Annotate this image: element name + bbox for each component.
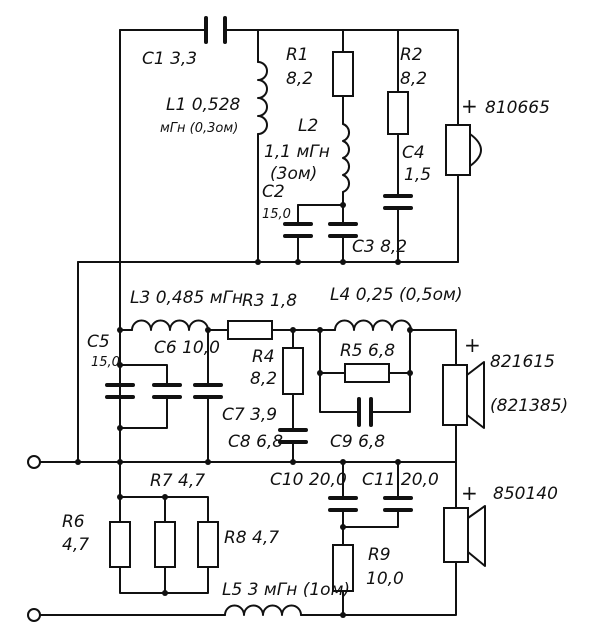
- input-terminal-top: [27, 455, 41, 469]
- label-l3: L3 0,485 мГн: [130, 288, 243, 308]
- plus-sign-speaker-2: +: [464, 333, 481, 357]
- label-r2-value: 8,2: [400, 69, 427, 89]
- label-c1: C1 3,3: [142, 49, 197, 69]
- capacitor-c1: [204, 16, 227, 44]
- label-c9: C9 6,8: [330, 432, 385, 452]
- inductor-l4: [334, 319, 412, 331]
- labels: C1 3,3 L1 0,528 мГн (0,3ом) R1 8,2 R2 8,…: [62, 45, 568, 600]
- middle-section: [77, 261, 485, 463]
- capacitor-c11: [383, 496, 413, 512]
- label-c10: C10 20,0: [270, 470, 347, 490]
- label-l2-value: 1,1 мГн: [264, 142, 330, 162]
- label-c11: C11 20,0: [362, 470, 439, 490]
- label-speaker-810665: 810665: [485, 98, 550, 118]
- label-r1-value: 8,2: [286, 69, 313, 89]
- label-l2-unit: (3ом): [270, 164, 317, 184]
- label-r9-value: 10,0: [366, 569, 404, 589]
- label-c8: C8 6,8: [228, 432, 283, 452]
- label-l2-name: L2: [298, 116, 318, 136]
- capacitor-c9: [357, 397, 373, 427]
- speaker-821615: [442, 361, 485, 429]
- label-speaker-821615: 821615: [490, 352, 555, 372]
- resistor-r2: [387, 91, 409, 135]
- label-c4-value: 1,5: [404, 165, 431, 185]
- inductor-l2: [342, 123, 350, 193]
- top-section: [77, 16, 482, 463]
- label-r4-name: R4: [252, 347, 275, 367]
- label-l5: L5 3 мГн (1ом): [222, 580, 350, 600]
- plus-sign-speaker-3: +: [461, 481, 478, 505]
- capacitor-c4: [383, 194, 413, 210]
- plus-sign-speaker-1: +: [461, 94, 478, 118]
- capacitor-c8: [278, 428, 308, 444]
- resistor-r4: [282, 347, 304, 395]
- label-l1-unit: мГн (0,3ом): [160, 121, 238, 136]
- label-r3: R3 1,8: [242, 291, 297, 311]
- capacitor-c3: [328, 222, 358, 238]
- label-r8: R8 4,7: [224, 528, 279, 548]
- label-r1-name: R1: [286, 45, 309, 65]
- resistor-r8: [197, 521, 219, 568]
- label-speaker-821385: (821385): [490, 396, 568, 416]
- label-c5-name: C5: [87, 332, 110, 352]
- speaker-810665: [445, 124, 482, 176]
- label-r4-value: 8,2: [250, 369, 277, 389]
- inductor-l5: [224, 604, 302, 616]
- label-r2-name: R2: [400, 45, 423, 65]
- bottom-section: [109, 461, 486, 618]
- inductor-l1: [257, 61, 268, 135]
- resistor-r3: [227, 320, 273, 340]
- resistor-r6: [109, 521, 131, 568]
- label-r9-name: R9: [368, 545, 391, 565]
- inductor-l3: [131, 319, 209, 331]
- capacitor-c7: [193, 383, 223, 399]
- main-rails: [27, 455, 457, 622]
- capacitor-c6: [152, 383, 182, 399]
- capacitor-c2: [283, 222, 313, 238]
- label-c2-name: C2: [262, 182, 285, 202]
- capacitor-c10: [328, 496, 358, 512]
- resistor-r1: [332, 51, 354, 97]
- label-c3: C3 8,2: [352, 237, 407, 257]
- label-c5-value: 15,0: [91, 355, 120, 370]
- label-r5: R5 6,8: [340, 341, 395, 361]
- speaker-850140: [443, 505, 486, 567]
- label-c2-value: 15,0: [262, 207, 291, 222]
- label-speaker-850140: 850140: [493, 484, 558, 504]
- label-r7: R7 4,7: [150, 471, 205, 491]
- label-r6-value: 4,7: [62, 535, 89, 555]
- resistor-r5: [344, 363, 390, 383]
- label-c7: C7 3,9: [222, 405, 277, 425]
- label-r6-name: R6: [62, 512, 85, 532]
- label-c6: C6 10,0: [154, 338, 220, 358]
- resistor-r7: [154, 521, 176, 568]
- input-terminal-bottom: [27, 608, 41, 622]
- label-l1-value: L1 0,528: [166, 95, 241, 115]
- label-l4: L4 0,25 (0,5ом): [330, 285, 462, 305]
- label-c4-name: C4: [402, 143, 425, 163]
